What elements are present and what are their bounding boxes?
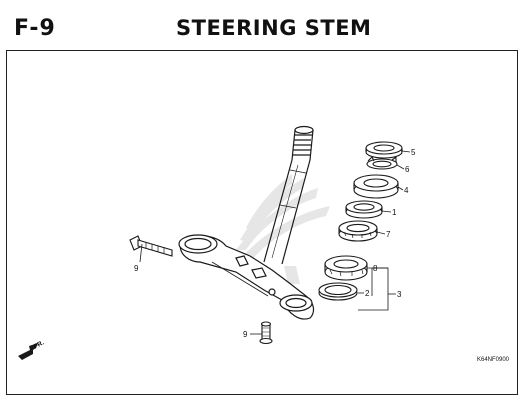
callout-9-bottom: 9 [243,330,248,339]
front-direction-arrow-icon [18,343,38,360]
brand-watermark [236,174,330,284]
figure-code: K64NF0900 [477,357,510,363]
part-7-upper-bearing [338,220,378,242]
callout-5: 5 [411,148,416,157]
bottom-bridge [178,234,315,320]
page-title: STEERING STEM [176,16,372,40]
callout-6: 6 [405,165,410,174]
front-direction-label: FR. [33,339,46,350]
bolt-9-bottom [259,321,273,345]
steering-stem-tube [263,125,314,265]
part-4-dust-seal [353,174,399,199]
callout-4: 4 [404,186,409,195]
callout-8: 8 [373,264,378,273]
callout-7: 7 [386,230,391,239]
callout-1: 1 [392,208,397,217]
part-6-lock-washer [366,155,398,170]
callout-2: 2 [365,289,370,298]
bolt-9-left [129,235,173,257]
leader-lines [139,150,411,335]
part-8-lower-bearing [324,255,368,281]
part-2-lower-seal [318,282,358,301]
diagram-frame [6,50,518,395]
part-1-upper-race [345,200,383,219]
part-5-locknut [365,141,403,159]
section-code: F-9 [14,16,56,41]
callout-9-left: 9 [134,264,139,273]
callout-3: 3 [397,290,402,299]
